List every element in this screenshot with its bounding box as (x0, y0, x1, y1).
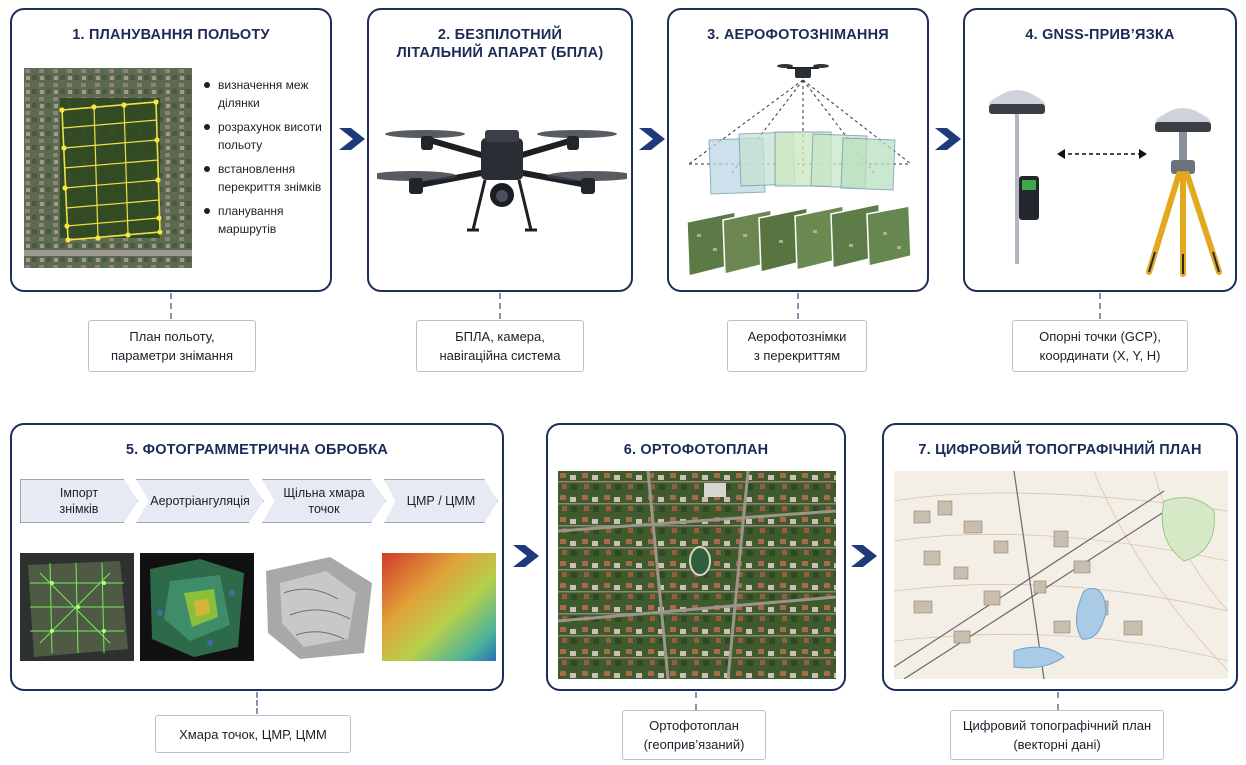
connector-line (256, 692, 258, 714)
step-6-output: Ортофотоплан (геоприв’язаний) (622, 710, 766, 760)
flight-plan-map-image (24, 68, 192, 268)
dem-image (382, 553, 496, 661)
bullet-item: визначення меж ділянки (202, 76, 328, 112)
output-line: План польоту, (129, 329, 215, 344)
flow-arrow-icon (639, 128, 665, 150)
step-3-panel: 3. АЕРОФОТОЗНІМАННЯ (667, 8, 929, 292)
step-1-bullets: визначення меж ділянки розрахунок висоти… (202, 76, 328, 244)
bullet-item: розрахунок висоти польоту (202, 118, 328, 154)
aerotriangulation-image (20, 553, 134, 661)
stage-import: Імпорт знімків (20, 479, 138, 523)
stage-label: знімків (59, 502, 99, 516)
step-3-output: Аерофотознімки з перекриттям (727, 320, 867, 372)
output-line: (векторні дані) (1013, 737, 1101, 752)
stage-dense-cloud: Щільна хмара точок (262, 479, 386, 523)
output-line: Аерофотознімки (747, 329, 847, 344)
bullet-item: планування маршрутів (202, 202, 328, 238)
aerial-survey-illustration (686, 64, 912, 277)
gnss-receivers-illustration (989, 90, 1222, 277)
step-7-output: Цифровий топографічний план (векторні да… (950, 710, 1164, 760)
step-5-title: 5. ФОТОГРАММЕТРИЧНА ОБРОБКА (125, 442, 389, 458)
step-7-title: 7. ЦИФРОВИЙ ТОПОГРАФІЧНИЙ ПЛАН (918, 442, 1202, 458)
stage-label: Імпорт (59, 486, 99, 500)
bullet-item: встановлення перекриття знімків (202, 160, 328, 196)
stage-label: ЦМР / ЦММ (406, 494, 476, 508)
step-1-output: План польоту, параметри знімання (88, 320, 256, 372)
step-2-title-line: 2. БЕЗПІЛОТНИЙ (437, 27, 563, 43)
connector-line (499, 293, 501, 319)
dense-point-cloud-image (260, 553, 376, 661)
topographic-plan-image (894, 471, 1228, 679)
output-line: Ортофотоплан (649, 718, 739, 733)
flow-arrow-icon (851, 545, 877, 567)
stage-label: Щільна хмара (283, 486, 365, 500)
point-cloud-image (140, 553, 254, 661)
output-line: (геоприв’язаний) (643, 737, 745, 752)
output-line: параметри знімання (110, 348, 234, 363)
step-7-panel: 7. ЦИФРОВИЙ ТОПОГРАФІЧНИЙ ПЛАН (882, 423, 1238, 691)
output-line: БПЛА, камера, (455, 329, 545, 344)
stage-dem-dsm: ЦМР / ЦММ (384, 479, 498, 523)
step-4-panel: 4. GNSS-ПРИВ’ЯЗКА (963, 8, 1237, 292)
step-2-title: 2. БЕЗПІЛОТНИЙ ЛІТАЛЬНИЙ АПАРАТ (БПЛА) (369, 26, 631, 62)
step-4-title: 4. GNSS-ПРИВ’ЯЗКА (1025, 27, 1175, 43)
stage-label: точок (308, 502, 340, 516)
step-1-title: 1. ПЛАНУВАННЯ ПОЛЬОТУ (72, 27, 270, 43)
step-6-title: 6. ОРТОФОТОПЛАН (623, 442, 769, 458)
step-5-output: Хмара точок, ЦМР, ЦММ (155, 715, 351, 753)
step-6-panel: 6. ОРТОФОТОПЛАН (546, 423, 846, 691)
flow-arrow-icon (935, 128, 961, 150)
connector-line (170, 293, 172, 319)
output-line: координати (X, Y, H) (1039, 348, 1161, 363)
step-3-title: 3. АЕРОФОТОЗНІМАННЯ (707, 27, 889, 43)
drone-icon (377, 130, 627, 232)
stage-label: Аеротріангуляція (150, 494, 250, 508)
stage-aerotriangulation: Аеротріангуляція (136, 479, 264, 523)
step-2-title-line: ЛІТАЛЬНИЙ АПАРАТ (БПЛА) (396, 45, 604, 61)
step-1-panel: 1. ПЛАНУВАННЯ ПОЛЬОТУ (10, 8, 332, 292)
output-line: Хмара точок, ЦМР, ЦММ (179, 726, 327, 742)
connector-line (695, 692, 697, 710)
connector-line (1057, 692, 1059, 710)
step-5-panel: 5. ФОТОГРАММЕТРИЧНА ОБРОБКА Імпорт знімкі… (10, 423, 504, 691)
output-line: Цифровий топографічний план (962, 718, 1152, 733)
output-line: Опорні точки (GCP), (1039, 329, 1161, 344)
output-line: навігаційна система (439, 348, 561, 363)
flow-arrow-icon (513, 545, 539, 567)
flow-arrow-icon (339, 128, 365, 150)
connector-line (1099, 293, 1101, 319)
orthophoto-image (558, 471, 836, 679)
connector-line (797, 293, 799, 319)
step-4-output: Опорні точки (GCP), координати (X, Y, H) (1012, 320, 1188, 372)
step-2-output: БПЛА, камера, навігаційна система (416, 320, 584, 372)
output-line: з перекриттям (753, 348, 841, 363)
step-2-panel: 2. БЕЗПІЛОТНИЙ ЛІТАЛЬНИЙ АПАРАТ (БПЛА) (367, 8, 633, 292)
